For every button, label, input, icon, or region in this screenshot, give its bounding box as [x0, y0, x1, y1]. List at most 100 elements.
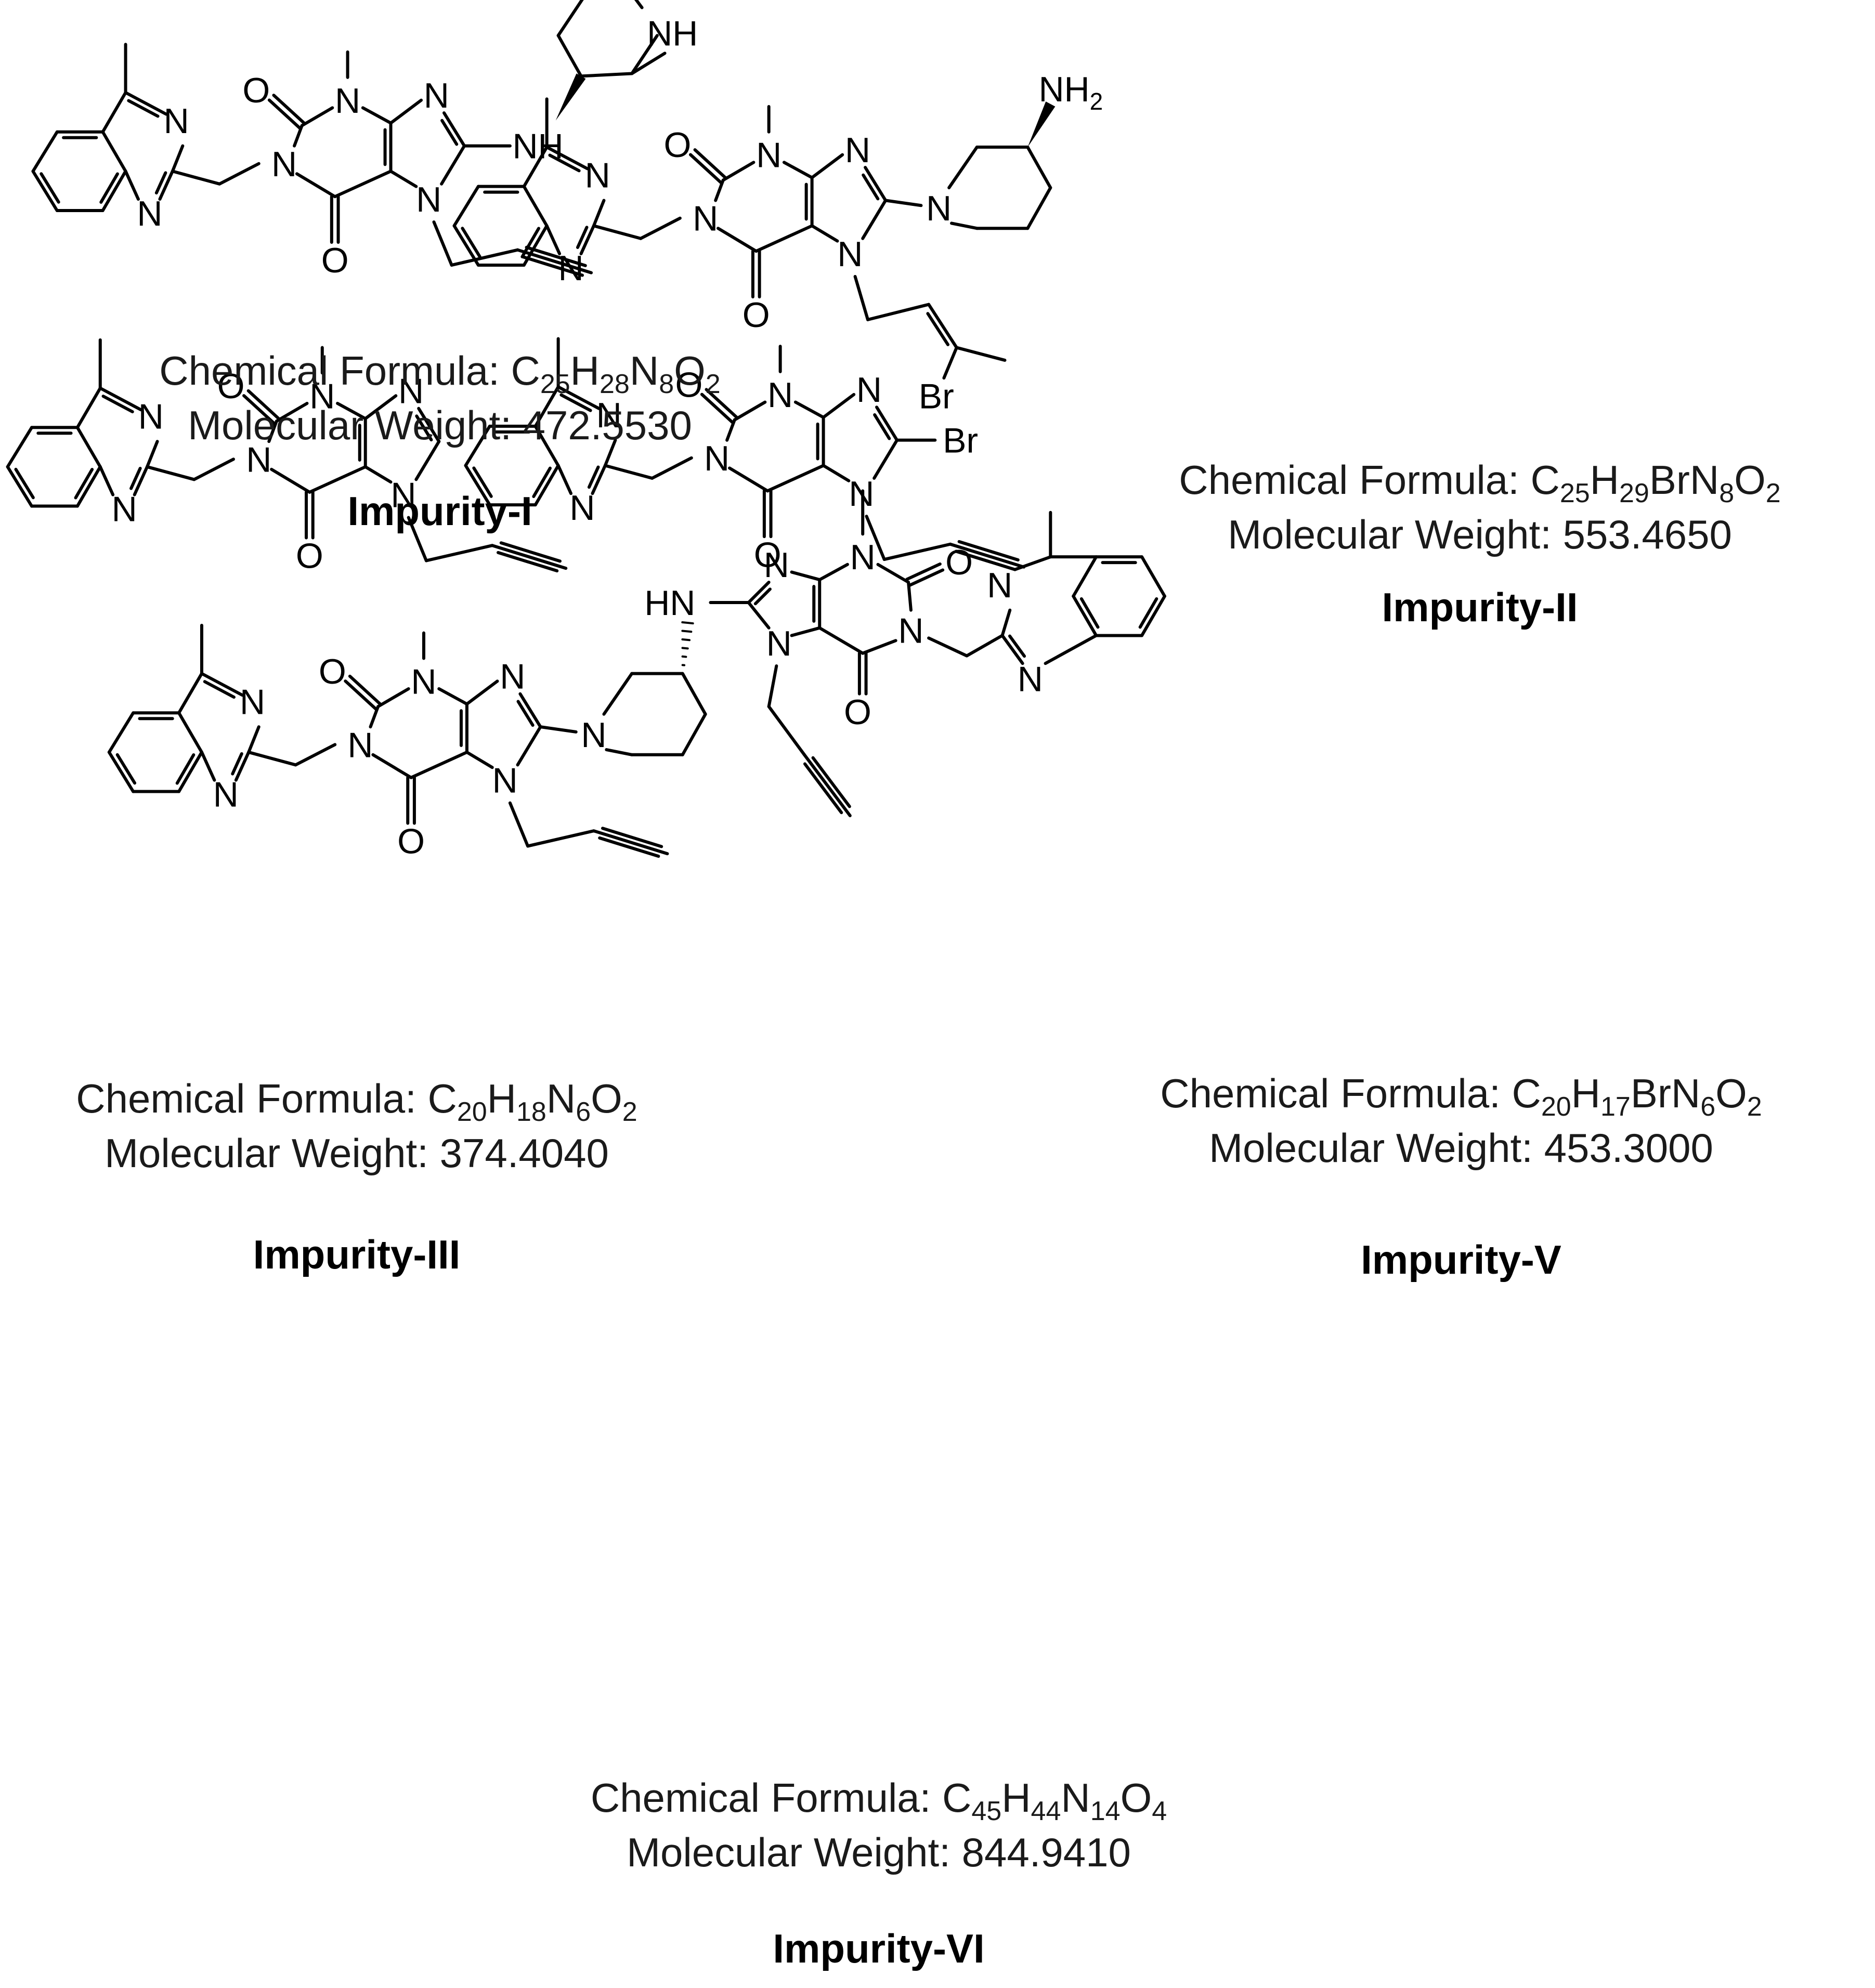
bond [247, 725, 261, 754]
bond [75, 386, 102, 429]
bond [865, 515, 886, 561]
double-bond [1140, 594, 1166, 637]
double-bond-inner [472, 466, 493, 498]
bond [522, 185, 549, 228]
double-bond-inner [873, 413, 891, 440]
bond [876, 563, 910, 584]
double-bond-inner [516, 700, 535, 727]
bond [452, 185, 480, 228]
bond [409, 750, 468, 779]
double-bond-inner [559, 393, 592, 412]
triple-bond [592, 829, 669, 856]
double-bond-inner [14, 467, 35, 500]
triple-bond-inner [598, 836, 660, 858]
double-bond [442, 111, 466, 148]
hashed-bond [681, 621, 694, 625]
bond [793, 400, 825, 419]
bond [371, 753, 413, 779]
double-bond [518, 692, 542, 729]
hashed-bond [681, 630, 693, 633]
bond [98, 465, 115, 496]
double-bond [133, 465, 149, 496]
bond [950, 221, 979, 230]
atom-label: N [112, 489, 137, 529]
bond [681, 712, 707, 756]
carbonyl-bond [700, 393, 734, 424]
atom-label: O [217, 367, 245, 406]
atom-label: O [319, 652, 346, 691]
bond [171, 144, 185, 173]
bond [333, 169, 393, 199]
bond [822, 393, 856, 419]
atom-label: N [1018, 659, 1043, 699]
double-bond-inner [74, 467, 94, 500]
atom-label: N [398, 372, 424, 411]
bond [107, 711, 135, 754]
double-bond-inner [129, 466, 142, 490]
bond [955, 346, 1007, 362]
double-bond [101, 169, 127, 213]
triple-bond-inner [811, 756, 851, 808]
carbonyl-bond [267, 98, 302, 130]
bond [177, 672, 203, 715]
atom-label: N [558, 248, 583, 288]
atom-label: N [137, 194, 162, 233]
atom-label: Br [943, 421, 978, 461]
atom-label: N [756, 136, 782, 175]
triple-bond-inner [601, 827, 663, 848]
impurity-5-formula: Chemical Formula: C20H17BrN6O2 [1160, 1070, 1762, 1122]
double-bond [464, 464, 491, 507]
bond [630, 51, 667, 75]
bond [146, 440, 159, 468]
bond [592, 199, 606, 228]
double-bond [522, 224, 549, 267]
bond [907, 580, 913, 612]
atom-label: N [898, 611, 923, 651]
bond [389, 98, 423, 125]
double-bond-inner [753, 587, 772, 606]
double-bond [747, 580, 771, 604]
bond [630, 34, 659, 75]
atom-label: N [585, 156, 610, 195]
bond [437, 687, 468, 706]
bond [634, 0, 644, 9]
atom-label: N [492, 761, 518, 801]
bond [965, 634, 1004, 658]
atom-label: N [766, 624, 792, 663]
bond [754, 224, 814, 253]
atom-label-layer: NNNNOONNNHNHNNNNOONNBrNNH2NNNNOONNNNNNOO… [112, 14, 1103, 861]
carbonyl-bond [705, 388, 739, 419]
impurity-3-formula: Chemical Formula: C20H18N6O2 [76, 1076, 637, 1127]
bond [440, 144, 466, 186]
double-bond [107, 750, 135, 793]
double-bond-inner [532, 466, 552, 499]
double-bond [591, 464, 607, 495]
bond [790, 570, 822, 582]
bond [146, 465, 196, 481]
triple-bond-inner [803, 762, 843, 815]
bond [733, 400, 767, 422]
double-bond-inner [520, 227, 540, 258]
bond [414, 440, 441, 481]
carbonyl-bond [246, 389, 281, 421]
bond [247, 750, 297, 767]
atom-label: N [926, 189, 952, 228]
double-bond-inner [1138, 597, 1158, 629]
bond-layer [6, 0, 1166, 858]
bond [361, 106, 393, 125]
bond [545, 224, 562, 255]
impurity-1-molecular-weight: Molecular Weight: 472.5530 [188, 402, 692, 448]
bond [526, 829, 595, 848]
atom-label: O [675, 365, 702, 404]
bond [822, 464, 851, 482]
impurity-2-name: Impurity-II [1382, 584, 1578, 630]
double-bond [545, 146, 589, 171]
atom-label: N [390, 476, 416, 515]
atom-label: O [754, 535, 782, 574]
bond [376, 687, 410, 709]
wedge-bond [555, 73, 586, 121]
triple-bond [490, 544, 568, 570]
carbonyl-bond [344, 679, 377, 711]
